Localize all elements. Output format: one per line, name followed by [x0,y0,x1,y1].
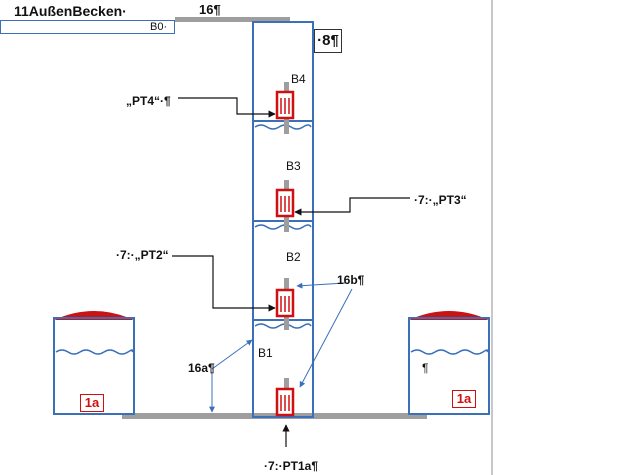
16a-leader-up [211,339,253,370]
b0-box [0,20,175,34]
wave-b4 [254,124,312,130]
pt4-leader [178,97,276,118]
section-label-b2: B2 [286,250,301,264]
b0-label: B0· [150,21,168,33]
sensor-pt4-label: „PT4“·¶ [126,94,171,108]
sensor-pt3-icon [275,188,295,218]
label-16a: 16a¶ [188,361,215,375]
page-margin-line [491,0,493,475]
wave-b2 [254,323,312,329]
pt2-leader [172,255,276,312]
label-16b: 16b¶ [337,273,365,287]
top-bar [175,17,290,22]
top-number-label: 16¶ [199,2,221,17]
wave-b3 [254,224,312,230]
section-label-b1: B1 [258,346,273,360]
basin-left-tag: 1a [80,394,104,412]
column-number-box: ·8¶ [314,29,342,53]
page-title: 11AußenBecken· [14,3,127,19]
sensor-pt2-label: ·7:·„PT2“ [116,248,169,262]
sensor-pt1a-icon [275,387,295,417]
basin-right-tag: 1a [452,390,476,408]
sensor-pt3-label: ·7:·„PT3“ [414,193,467,207]
16b-leader-bottom [299,288,353,388]
section-label-b3: B3 [286,159,301,173]
sensor-pt1a-label: ·7:·PT1a¶ [264,459,319,473]
sensor-pt4-icon [275,90,295,120]
pilcrow-mark: ¶ [422,361,429,375]
right-basin [408,311,490,415]
column-outline [252,21,314,418]
16b-leader-top [296,282,346,289]
section-label-b4: B4 [291,72,306,86]
left-basin [53,311,135,415]
sensor-pt2-icon [275,288,295,318]
pt3-leader [294,197,410,216]
